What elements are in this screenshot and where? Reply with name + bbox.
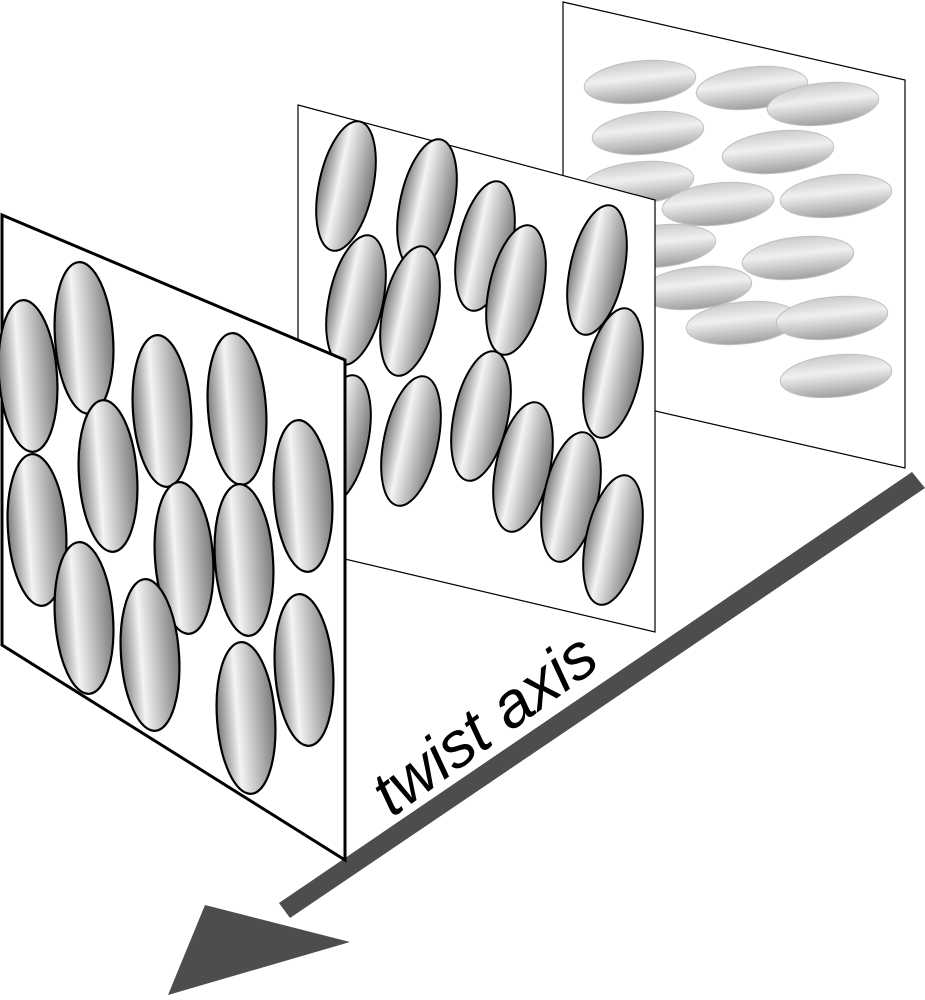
middle-layer <box>297 104 656 633</box>
molecule <box>779 173 893 219</box>
molecule <box>272 419 334 573</box>
molecule <box>380 375 442 507</box>
back-layer-molecules <box>581 59 893 399</box>
molecule <box>591 110 705 156</box>
molecule <box>582 474 644 606</box>
molecule <box>119 578 181 732</box>
molecule <box>485 224 547 356</box>
molecule <box>741 235 855 281</box>
molecule <box>582 307 644 439</box>
molecule <box>215 641 277 795</box>
molecule <box>273 593 335 747</box>
molecule <box>661 181 775 227</box>
molecule <box>766 81 880 127</box>
molecule <box>53 541 115 695</box>
axis-arrowhead <box>168 905 350 995</box>
front-layer <box>0 212 347 863</box>
molecule <box>213 483 275 637</box>
molecule <box>77 399 139 553</box>
axis-shaft <box>279 472 925 918</box>
molecule <box>315 120 377 252</box>
molecule <box>566 204 628 336</box>
molecule <box>0 299 59 453</box>
molecule <box>721 129 835 175</box>
molecule <box>583 59 697 105</box>
molecule <box>153 481 215 635</box>
molecule <box>775 295 889 341</box>
molecule <box>131 334 193 488</box>
twist-axis-arrow <box>168 472 925 995</box>
molecule <box>450 350 512 482</box>
molecule <box>779 353 893 399</box>
molecule <box>379 245 441 377</box>
molecule <box>6 453 68 607</box>
front-layer-molecules <box>0 261 335 795</box>
